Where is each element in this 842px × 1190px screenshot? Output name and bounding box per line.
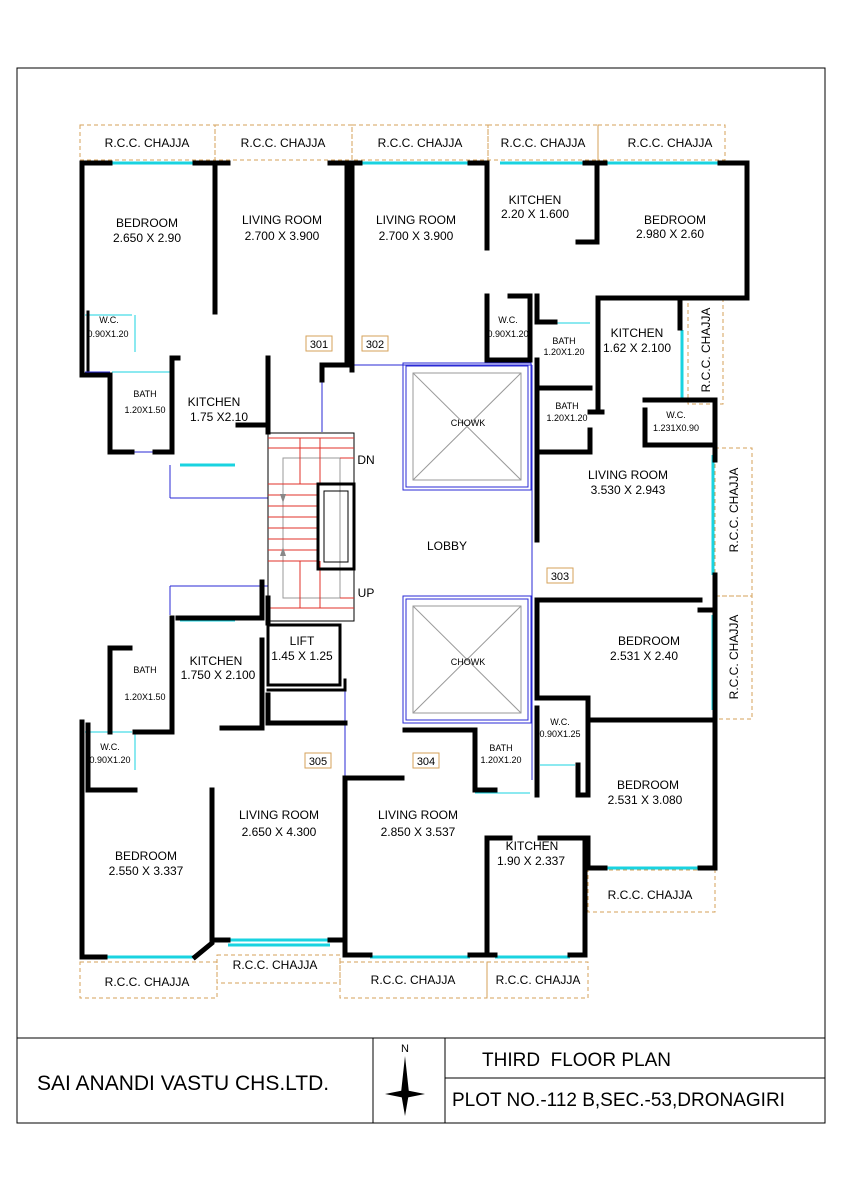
chajja-labels: R.C.C. CHAJJA R.C.C. CHAJJA R.C.C. CHAJJ… <box>105 136 741 989</box>
room-size: 2.20 X 1.600 <box>501 207 569 221</box>
chajja-label: R.C.C. CHAJJA <box>496 973 581 987</box>
room-size: 1.75 X2.10 <box>190 410 248 424</box>
chajja-label: R.C.C. CHAJJA <box>628 136 713 150</box>
unit-303: 303 <box>551 571 569 583</box>
unit-304: 304 <box>417 756 435 768</box>
room-size: 2.650 X 4.300 <box>242 825 317 839</box>
room-name: BATH <box>555 401 578 411</box>
room-size: 2.531 X 2.40 <box>610 649 678 663</box>
chowk-label: CHOWK <box>451 657 486 667</box>
room-labels: BEDROOM 2.650 X 2.90 LIVING ROOM 2.700 X… <box>87 193 706 878</box>
room-name: LIVING ROOM <box>376 213 456 227</box>
chowk-bottom <box>402 595 532 724</box>
room-name: KITCHEN <box>190 654 243 668</box>
room-size: 2.700 X 3.900 <box>245 229 320 243</box>
room-name: KITCHEN <box>506 839 559 853</box>
north-arrow-icon <box>385 1056 425 1116</box>
room-name: KITCHEN <box>611 326 664 340</box>
unit-tags: 301 302 303 304 305 <box>304 335 574 769</box>
chajja-label: R.C.C. CHAJJA <box>608 888 693 902</box>
chajja-label: R.C.C. CHAJJA <box>727 615 741 700</box>
room-size: 1.62 X 2.100 <box>603 341 671 355</box>
chajja-label: R.C.C. CHAJJA <box>501 136 586 150</box>
room-name: BATH <box>552 336 575 346</box>
room-size: 2.850 X 3.537 <box>381 825 456 839</box>
room-name: KITCHEN <box>509 193 562 207</box>
room-size: 0.90X1.20 <box>89 755 130 765</box>
room-size: 1.231X0.90 <box>653 423 699 433</box>
north-label: N <box>401 1043 409 1055</box>
stair-up-label: UP <box>358 586 375 600</box>
room-size: 2.980 X 2.60 <box>636 227 704 241</box>
unit-305: 305 <box>309 756 327 768</box>
chajja-label: R.C.C. CHAJJA <box>105 136 190 150</box>
lobby-label: LOBBY <box>427 539 467 553</box>
room-name: LIVING ROOM <box>378 808 458 822</box>
room-name: LIFT <box>290 634 315 648</box>
chajja-label: R.C.C. CHAJJA <box>371 973 456 987</box>
title-block: SAI ANANDI VASTU CHS.LTD. N THIRD FLOOR … <box>17 1037 825 1123</box>
room-name: BEDROOM <box>617 778 679 792</box>
room-name: BEDROOM <box>618 634 680 648</box>
chowk-label: CHOWK <box>451 418 486 428</box>
room-name: W.C. <box>100 742 120 752</box>
chajja-label: R.C.C. CHAJJA <box>727 468 741 553</box>
plan-title: THIRD FLOOR PLAN <box>482 1050 671 1071</box>
society-name: SAI ANANDI VASTU CHS.LTD. <box>37 1072 329 1095</box>
room-size: 3.530 X 2.943 <box>591 483 666 497</box>
room-size: 2.550 X 3.337 <box>109 864 184 878</box>
room-size: 1.20X1.50 <box>124 692 165 702</box>
room-size: 1.20X1.50 <box>124 405 165 415</box>
room-name: W.C. <box>666 410 686 420</box>
room-name: KITCHEN <box>188 395 241 409</box>
room-name: LIVING ROOM <box>588 468 668 482</box>
room-name: BATH <box>133 665 156 675</box>
room-size: 2.531 X 3.080 <box>608 793 683 807</box>
plot-details: PLOT NO.-112 B,SEC.-53,DRONAGIRI <box>452 1090 785 1111</box>
walls <box>79 160 750 961</box>
room-name: BEDROOM <box>644 213 706 227</box>
chajja-label: R.C.C. CHAJJA <box>233 958 318 972</box>
room-name: W.C. <box>498 315 518 325</box>
room-size: 1.20X1.20 <box>543 347 584 357</box>
windows <box>85 161 720 959</box>
room-size: 0.90X1.25 <box>539 729 580 739</box>
room-name: BEDROOM <box>116 216 178 230</box>
drawing-border <box>16 67 826 1124</box>
room-name: W.C. <box>99 315 119 325</box>
chowk-top <box>402 362 532 491</box>
chajja-label: R.C.C. CHAJJA <box>105 975 190 989</box>
room-size: 1.750 X 2.100 <box>181 668 256 682</box>
room-name: LIVING ROOM <box>242 213 322 227</box>
room-size: 2.650 X 2.90 <box>113 231 181 245</box>
stair-dn-label: DN <box>357 453 374 467</box>
stair-up-arrow-icon <box>280 547 286 556</box>
unit-302: 302 <box>366 339 384 351</box>
room-size: 0.90X1.20 <box>87 329 128 339</box>
chajja-label: R.C.C. CHAJJA <box>378 136 463 150</box>
room-name: BATH <box>489 743 512 753</box>
room-size: 2.700 X 3.900 <box>379 229 454 243</box>
room-name: BATH <box>133 389 156 399</box>
chajja-label: R.C.C. CHAJJA <box>699 308 713 393</box>
room-size: 1.20X1.20 <box>480 755 521 765</box>
room-name: LIVING ROOM <box>239 808 319 822</box>
room-name: BEDROOM <box>115 849 177 863</box>
staircase <box>267 432 356 622</box>
room-size: 0.90X1.20 <box>487 329 528 339</box>
room-name: W.C. <box>550 717 570 727</box>
chajja-label: R.C.C. CHAJJA <box>241 136 326 150</box>
chajja-outlines <box>79 124 753 999</box>
room-size: 1.90 X 2.337 <box>497 854 565 868</box>
stair-down-arrow-icon <box>280 494 286 503</box>
room-size: 1.45 X 1.25 <box>271 649 333 663</box>
room-size: 1.20X1.20 <box>546 413 587 423</box>
unit-301: 301 <box>310 339 328 351</box>
